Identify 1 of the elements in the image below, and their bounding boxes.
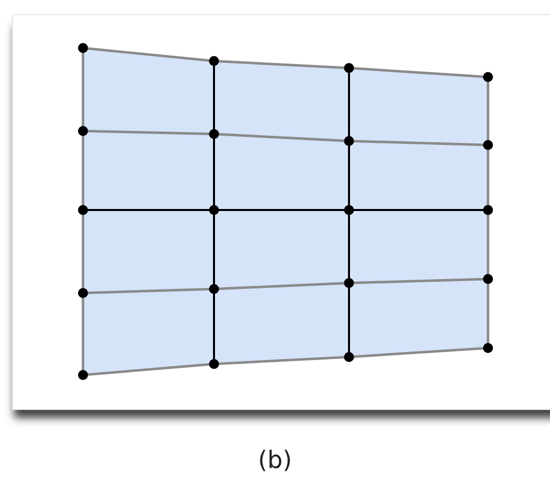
caption: (b) [257, 446, 293, 474]
